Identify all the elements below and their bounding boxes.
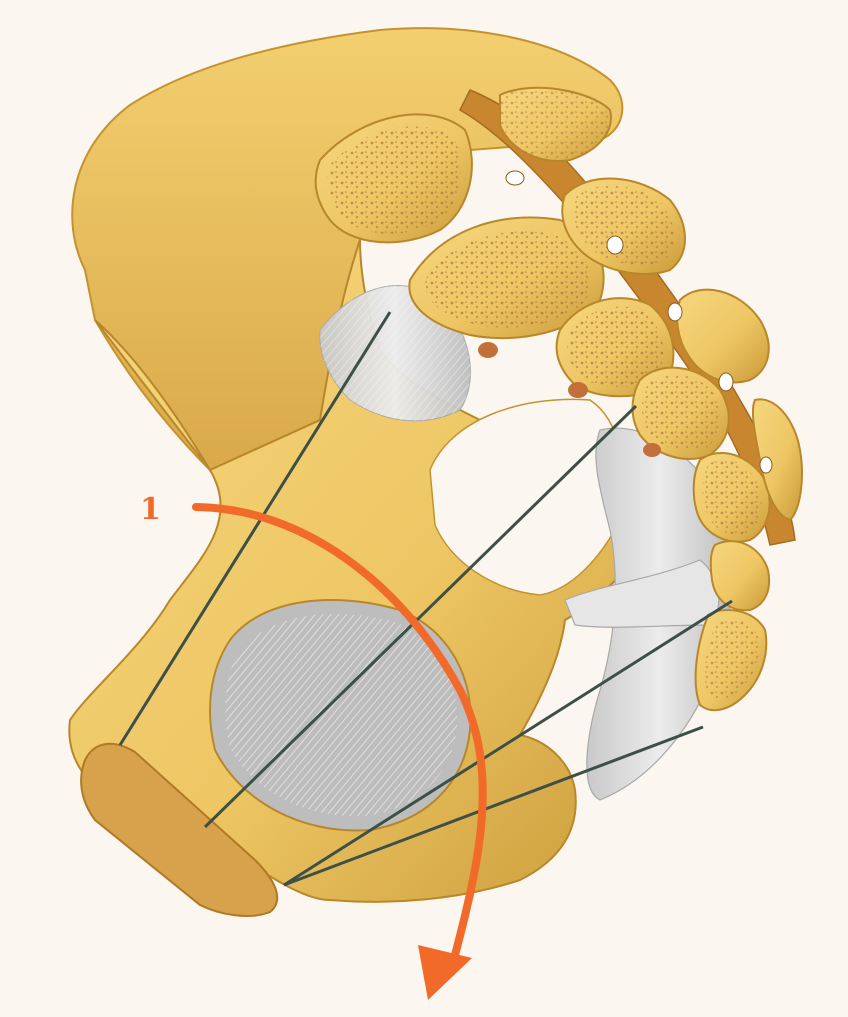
arrow-head [418, 945, 472, 1000]
callout-label-1: 1 [140, 492, 161, 527]
